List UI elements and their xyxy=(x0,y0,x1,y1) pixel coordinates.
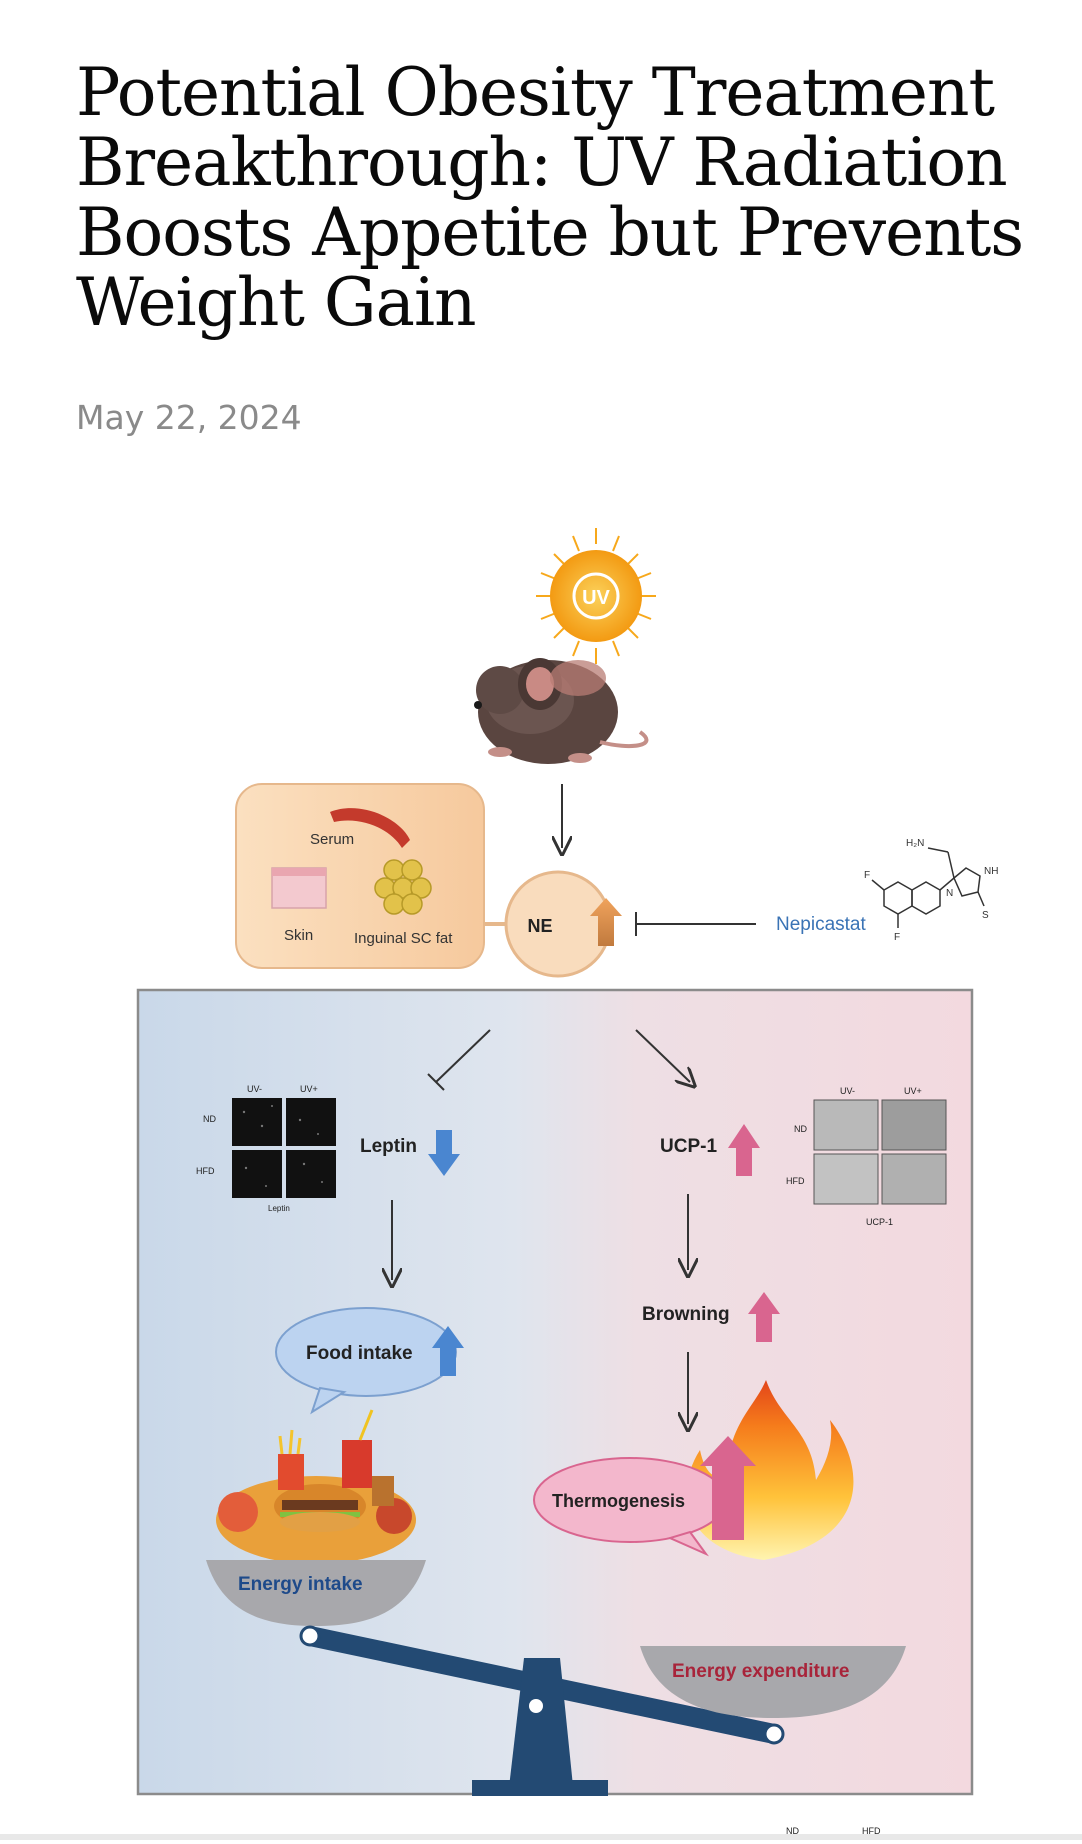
energy-intake-label: Energy intake xyxy=(238,1574,363,1595)
tissues-box: Serum Skin Inguinal SC fat xyxy=(235,783,485,969)
up-arrow-icon xyxy=(700,1436,756,1540)
serum-label: Serum xyxy=(310,831,354,848)
leptin-col-uvminus: UV- xyxy=(247,1084,262,1094)
molecule-n: N xyxy=(946,888,953,899)
nepicastat-molecule-icon xyxy=(871,847,985,928)
next-figure-nd: ND xyxy=(786,1826,799,1836)
leptin-row-nd: ND xyxy=(203,1114,216,1124)
food-intake-bubble: Food intake xyxy=(275,1307,464,1415)
ucp-row-hfd: HFD xyxy=(786,1176,805,1186)
leptin-label: Leptin xyxy=(360,1136,417,1157)
molecule-s: S xyxy=(982,910,989,921)
up-arrow-icon xyxy=(590,898,622,946)
down-arrow-icon xyxy=(428,1130,460,1176)
ucp1-micrograph: UV- UV+ ND HFD UCP-1 xyxy=(786,1086,947,1227)
molecule-nh: NH xyxy=(984,866,998,877)
uv-label: UV xyxy=(582,587,610,609)
ucp1-label: UCP-1 xyxy=(660,1136,717,1157)
thermogenesis-label: Thermogenesis xyxy=(552,1491,685,1511)
leptin-col-uvplus: UV+ xyxy=(300,1084,318,1094)
leptin-micrograph: UV- UV+ ND HFD Leptin xyxy=(196,1084,336,1213)
up-arrow-icon xyxy=(748,1292,780,1342)
article-date: May 22, 2024 xyxy=(76,398,302,437)
food-intake-label: Food intake xyxy=(306,1343,413,1364)
up-arrow-icon xyxy=(432,1326,464,1376)
thermogenesis-bubble: Thermogenesis xyxy=(533,1436,756,1557)
leptin-caption: Leptin xyxy=(268,1204,290,1213)
fat-label: Inguinal SC fat xyxy=(354,930,453,947)
energy-expenditure-label: Energy expenditure xyxy=(672,1661,849,1682)
article-figure: UV Serum Skin Inguinal SC fat NE xyxy=(0,500,1082,1840)
mouse-icon xyxy=(474,658,649,764)
ucp-col-uvminus: UV- xyxy=(840,1086,855,1096)
molecule-f2: F xyxy=(894,932,900,943)
leptin-row-hfd: HFD xyxy=(196,1166,215,1176)
uv-sun-icon: UV xyxy=(536,528,656,664)
nepicastat-label: Nepicastat xyxy=(776,914,866,935)
seesaw-icon xyxy=(299,1625,785,1796)
food-pile-icon xyxy=(216,1409,416,1564)
molecule-f1: F xyxy=(864,870,870,881)
skin-label: Skin xyxy=(284,927,313,944)
molecule-amine: H₂N xyxy=(906,838,924,849)
up-arrow-icon xyxy=(728,1124,760,1176)
ne-label: NE xyxy=(527,916,552,936)
ucp-caption: UCP-1 xyxy=(866,1217,893,1227)
ucp-col-uvplus: UV+ xyxy=(904,1086,922,1096)
ucp-row-nd: ND xyxy=(794,1124,807,1134)
article-title: Potential Obesity Treatment Breakthrough… xyxy=(76,54,1024,341)
ne-node: NE xyxy=(504,870,622,978)
browning-label: Browning xyxy=(642,1304,730,1325)
next-figure-hfd: HFD xyxy=(862,1826,881,1836)
